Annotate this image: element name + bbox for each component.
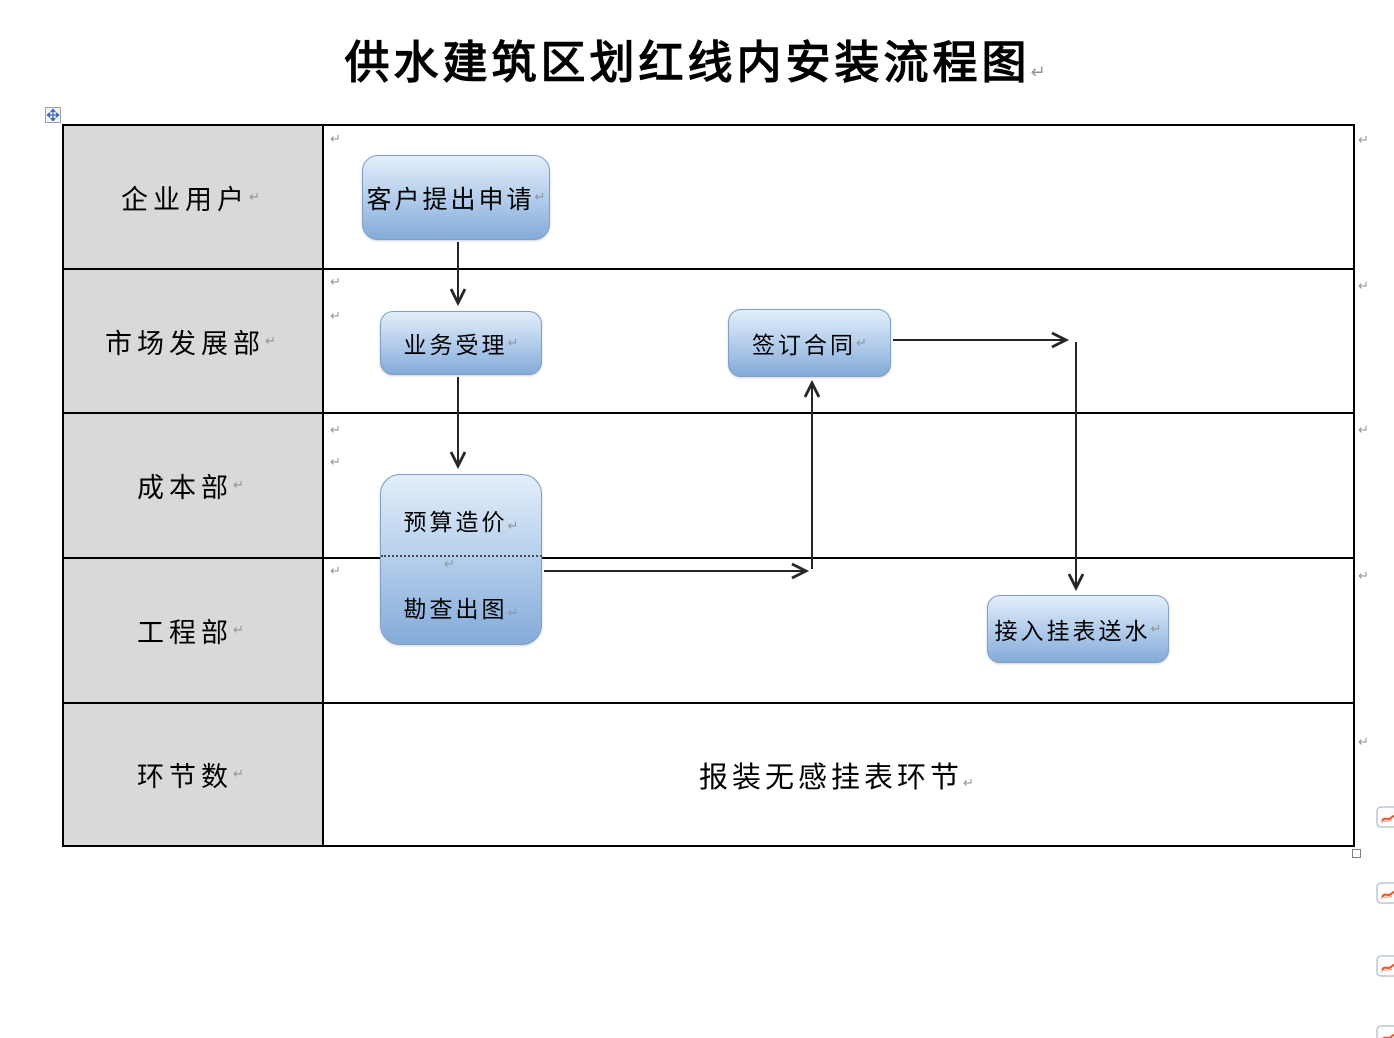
lane-label-cell[interactable]: 企业用户↵ [64,126,324,268]
pilcrow-mark: ↵ [444,557,455,572]
pilcrow-mark: ↵ [249,189,265,205]
node-label-budget: 预算造价↵ [403,510,519,535]
pilcrow-mark: ↵ [233,767,249,782]
lane-label-text: 市场发展部 [105,328,266,359]
lane-row-market-dept: 市场发展部↵ [64,270,1353,414]
flow-node-business-acceptance[interactable]: 业务受理↵ [380,311,542,375]
tracked-change-mark-icon[interactable] [1376,1025,1394,1038]
lane-label-cell[interactable]: 工程部↵ [64,559,324,702]
lane-row-cost-dept: 成本部↵ [64,414,1353,559]
pilcrow-mark: ↵ [1150,621,1162,637]
flow-node-connect-meter-water[interactable]: 接入挂表送水↵ [987,595,1169,663]
footer-text-label: 报装无感挂表环节 [699,762,964,794]
pilcrow-mark: ↵ [1358,423,1369,438]
pilcrow-mark: ↵ [507,519,519,534]
node-label: 接入挂表送水 [994,619,1151,644]
table-move-handle-icon[interactable] [45,107,61,123]
pilcrow-mark: ↵ [330,309,341,324]
page-title-text: 供水建筑区划红线内安装流程图 [344,38,1031,88]
node-label: 业务受理 [403,333,508,358]
pilcrow-mark: ↵ [534,190,546,205]
pilcrow-mark: ↵ [330,132,341,147]
lane-label-text: 企业用户 [121,184,250,215]
tracked-change-mark-icon[interactable] [1376,806,1394,828]
pilcrow-mark: ↵ [265,333,281,349]
lane-row-enterprise-user: 企业用户↵ [64,126,1353,270]
tracked-change-mark-icon[interactable] [1376,882,1394,904]
pilcrow-mark: ↵ [233,623,249,638]
dotted-row-divider [381,555,542,557]
pilcrow-mark: ↵ [1358,735,1369,750]
flow-node-customer-apply[interactable]: 客户提出申请↵ [362,155,550,240]
pilcrow-mark: ↵ [1358,279,1369,294]
pilcrow-mark: ↵ [330,275,341,290]
lane-label-text: 工程部 [137,618,234,648]
pilcrow-mark: ↵ [507,606,519,621]
move-arrows-icon [47,109,59,121]
flow-node-budget-and-survey[interactable]: 预算造价↵ 勘查出图↵ [380,474,542,645]
lane-row-engineering-dept: 工程部↵ [64,559,1353,704]
node-label: 签订合同 [752,333,857,358]
lane-row-step-count: 环节数↵ [64,704,1353,845]
swimlane-table: 企业用户↵ 市场发展部↵ 成本部↵ 工程部↵ 环节数↵ [62,124,1355,847]
pilcrow-mark: ↵ [963,776,978,791]
lane-label-cell[interactable]: 成本部↵ [64,414,324,557]
lane-label-text: 成本部 [137,473,234,503]
pilcrow-mark: ↵ [1030,62,1050,83]
tracked-change-mark-icon[interactable] [1376,955,1394,977]
pilcrow-mark: ↵ [1358,569,1369,584]
pilcrow-mark: ↵ [1358,133,1369,148]
pilcrow-mark: ↵ [507,335,519,351]
flow-node-sign-contract[interactable]: 签订合同↵ [728,309,891,377]
node-label-survey: 勘查出图↵ [403,597,519,622]
lane-label-cell[interactable]: 市场发展部↵ [64,270,324,412]
lane-label-text: 环节数 [137,762,234,792]
page-title: 供水建筑区划红线内安装流程图↵ [0,26,1394,91]
pilcrow-mark: ↵ [233,478,249,493]
pilcrow-mark: ↵ [856,335,867,351]
pilcrow-mark: ↵ [330,423,341,438]
footer-process-text: 报装无感挂表环节↵ [322,754,1355,796]
table-resize-handle[interactable] [1352,849,1361,858]
node-label: 客户提出申请 [366,186,535,214]
pilcrow-mark: ↵ [330,564,341,579]
lane-label-cell[interactable]: 环节数↵ [64,704,324,845]
pilcrow-mark: ↵ [330,455,341,470]
